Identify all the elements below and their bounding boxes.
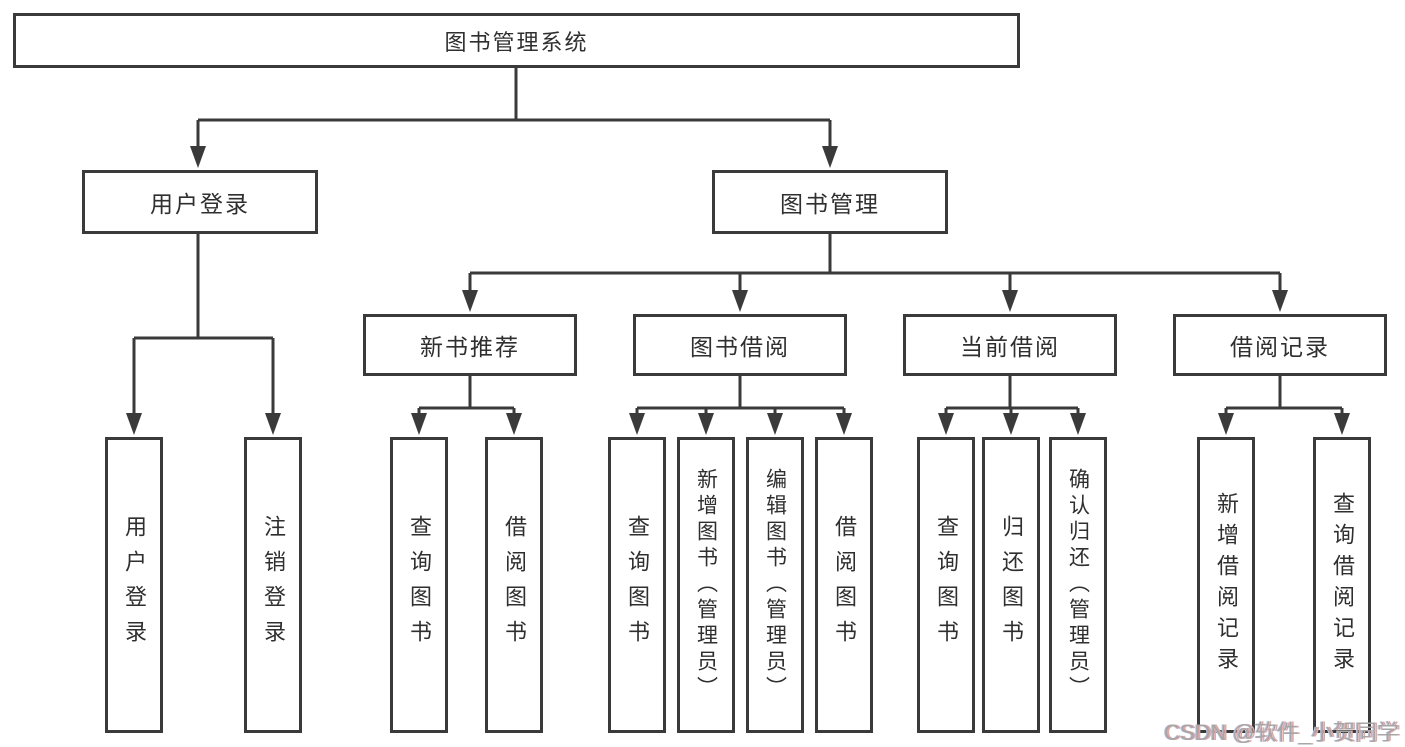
node-label: 图书借阅 (690, 334, 790, 360)
node-label: 新增借阅记录 (1214, 492, 1239, 678)
node-label: 当前借阅 (960, 334, 1060, 360)
leaf-query-books-borrowing: 查询图书 (608, 437, 666, 733)
node-current-borrowing: 当前借阅 (903, 314, 1117, 376)
node-label: 借阅图书 (832, 515, 857, 655)
node-borrowing-records: 借阅记录 (1173, 314, 1387, 376)
node-user-login: 用户登录 (82, 170, 318, 234)
leaf-add-borrowing-record: 新增借阅记录 (1197, 437, 1255, 733)
node-library-management-system: 图书管理系统 (13, 13, 1020, 68)
node-label: 查询借阅记录 (1330, 492, 1355, 678)
node-label: 查询图书 (625, 515, 650, 655)
node-label: 图书管理系统 (444, 29, 589, 55)
node-label: 新增图书（管理员） (694, 468, 718, 702)
node-label: 归还图书 (999, 515, 1024, 655)
leaf-edit-books-admin: 编辑图书（管理员） (746, 437, 804, 733)
node-label: 用户登录 (122, 515, 147, 655)
leaf-borrow-books-recommend: 借阅图书 (485, 437, 543, 733)
node-label: 图书管理 (780, 191, 880, 217)
node-book-borrowing: 图书借阅 (633, 314, 847, 376)
node-label: 确认归还（管理员） (1066, 468, 1090, 702)
node-label: 注销登录 (261, 515, 286, 655)
leaf-query-borrowing-record: 查询借阅记录 (1313, 437, 1371, 733)
node-label: 新书推荐 (420, 334, 520, 360)
leaf-confirm-return-admin: 确认归还（管理员） (1049, 437, 1107, 733)
leaf-return-books: 归还图书 (982, 437, 1040, 733)
node-label: 查询图书 (407, 515, 432, 655)
csdn-watermark: CSDN @软件_小贺同学 (1163, 720, 1399, 745)
node-label: 查询图书 (934, 515, 959, 655)
node-label: 借阅图书 (502, 515, 527, 655)
node-label: 编辑图书（管理员） (763, 468, 787, 702)
leaf-query-books-recommend: 查询图书 (390, 437, 448, 733)
leaf-add-books-admin: 新增图书（管理员） (677, 437, 735, 733)
node-new-book-recommendation: 新书推荐 (363, 314, 577, 376)
node-label: 用户登录 (150, 191, 250, 217)
leaf-borrow-books: 借阅图书 (815, 437, 873, 733)
leaf-query-books-current: 查询图书 (917, 437, 975, 733)
node-book-management: 图书管理 (712, 170, 948, 234)
leaf-user-login: 用户登录 (105, 437, 163, 733)
leaf-logout: 注销登录 (244, 437, 302, 733)
node-label: 借阅记录 (1230, 334, 1330, 360)
